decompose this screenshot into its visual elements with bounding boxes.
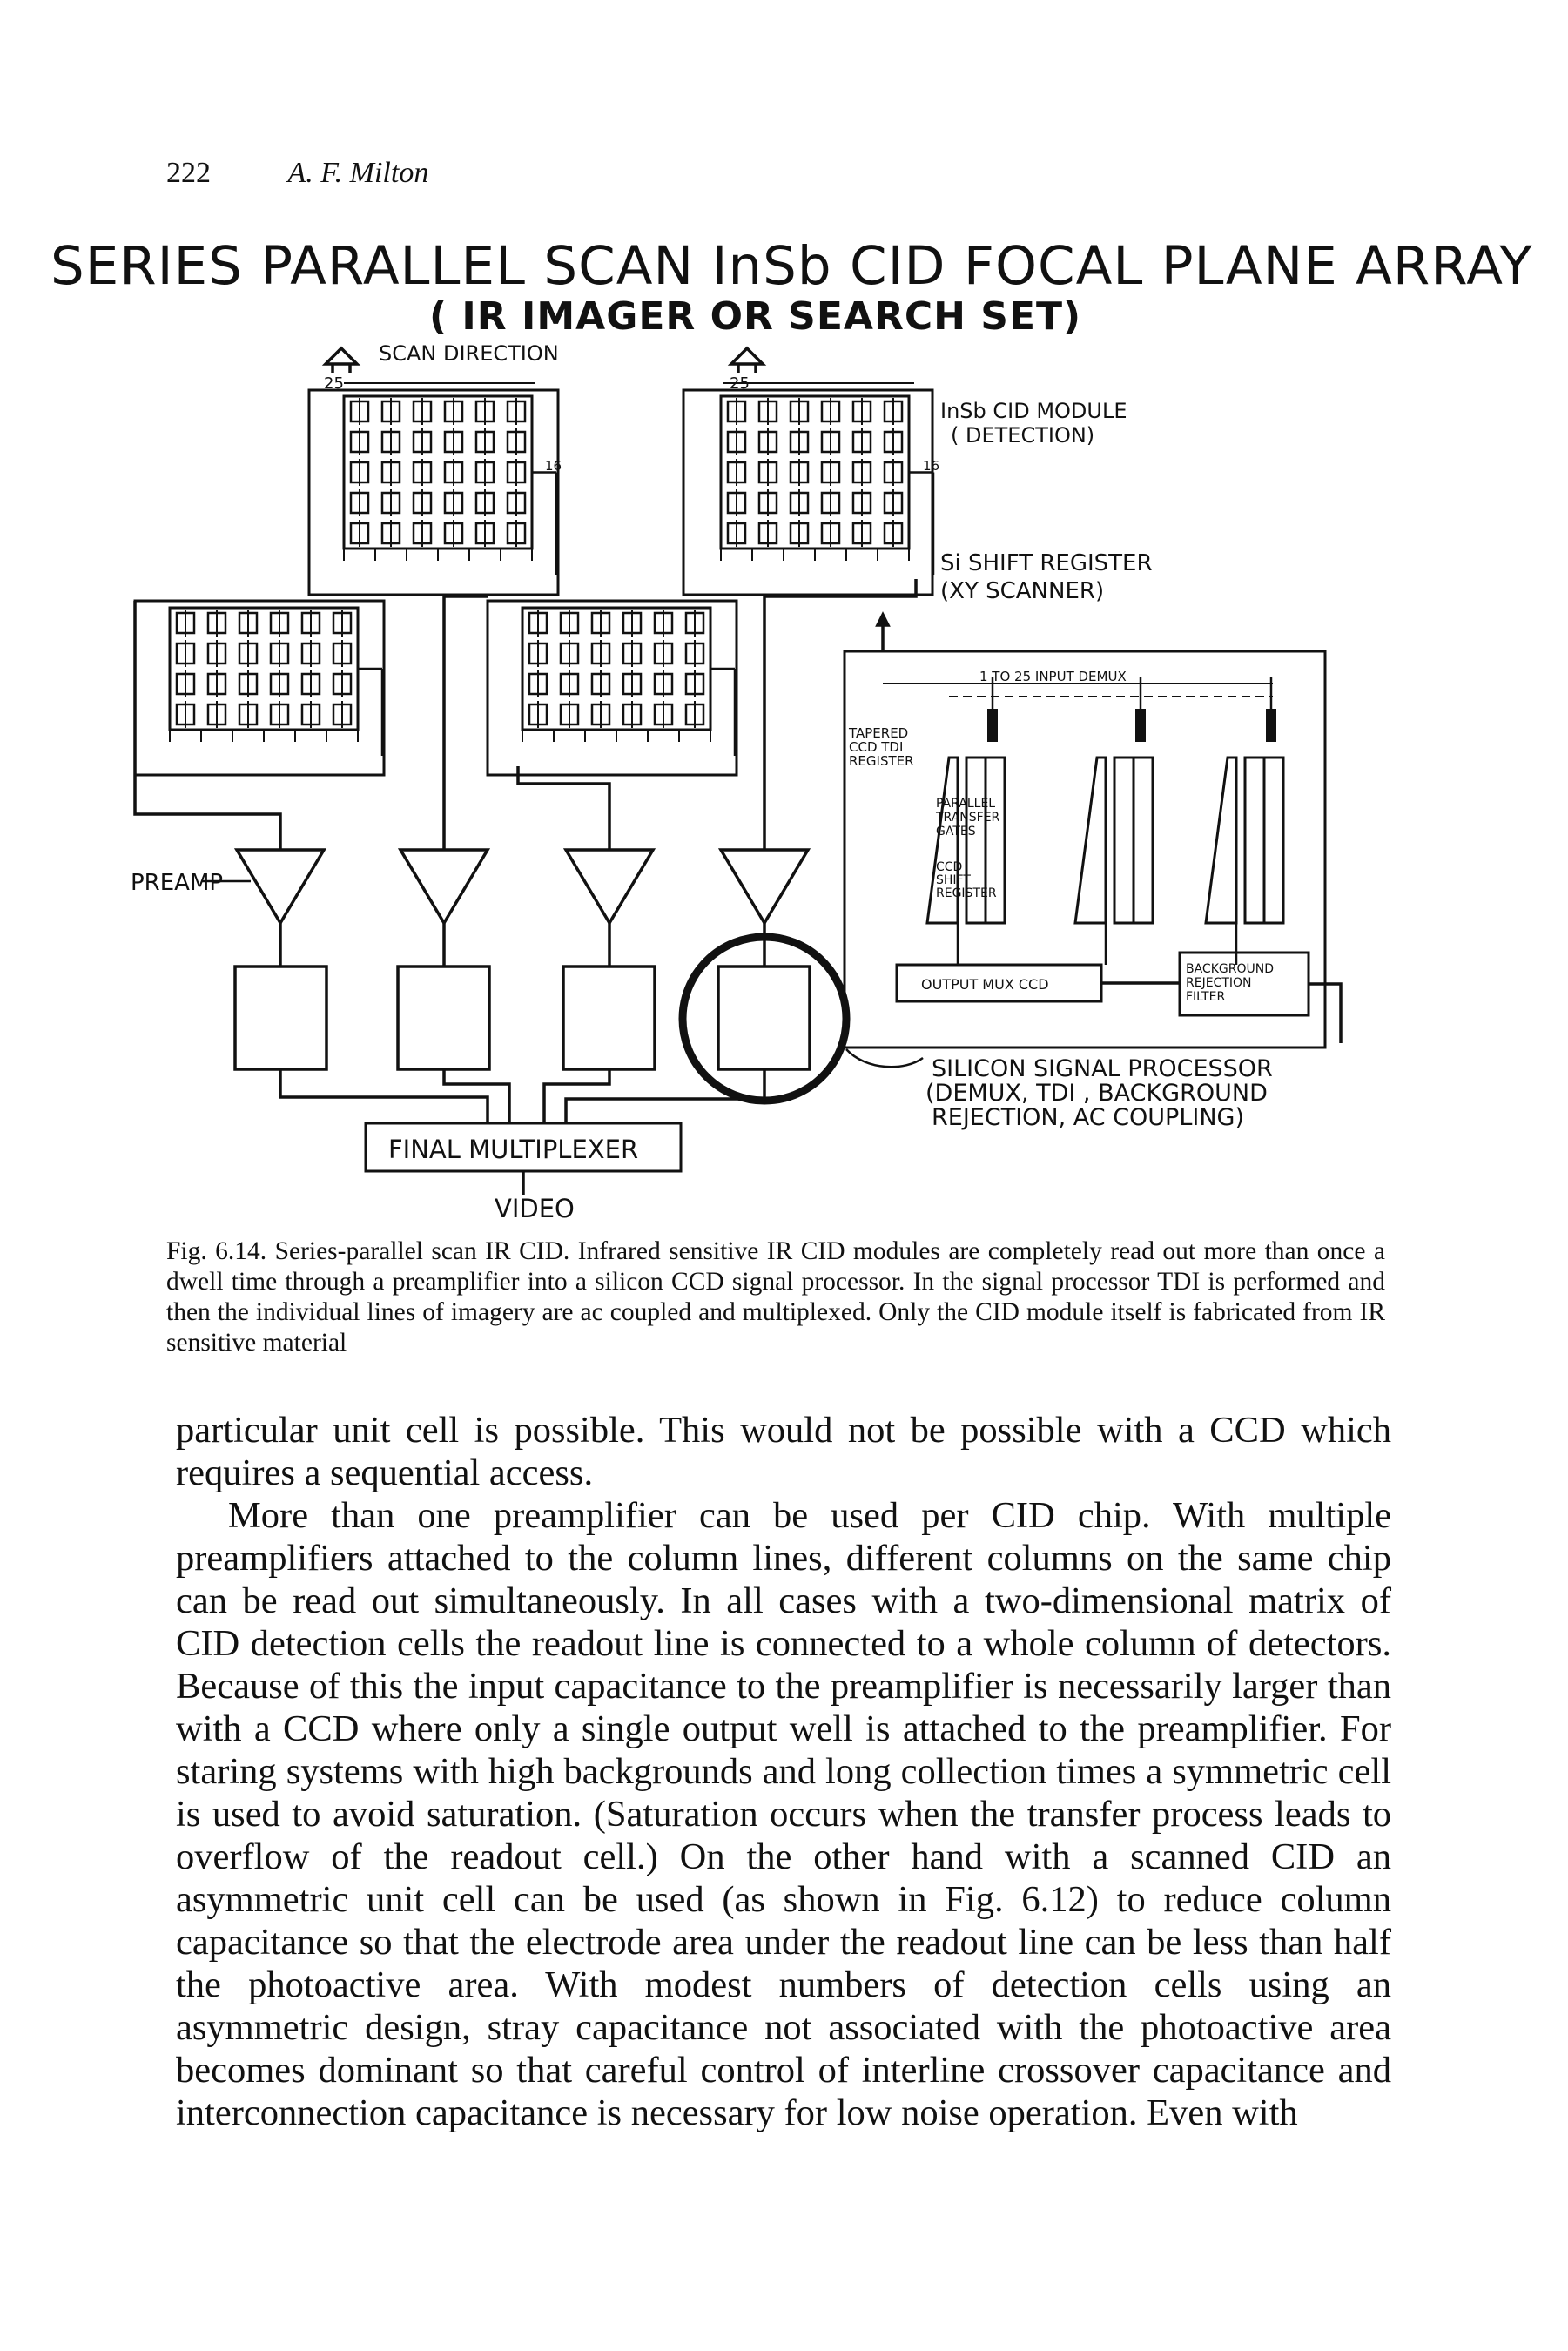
- detector-grid-2: [719, 394, 911, 550]
- label-insb-module-2: ( DETECTION): [951, 423, 1094, 448]
- label-insb-module-1: InSb CID MODULE: [940, 399, 1127, 423]
- scan-arrow-icon-right: [727, 346, 767, 366]
- label-bg-filter-2: REJECTION: [1186, 976, 1252, 990]
- module-line-3: [516, 766, 611, 850]
- ccd-shift-register-b-1: [984, 756, 1006, 925]
- label-ssp-3: REJECTION, AC COUPLING): [932, 1104, 1244, 1131]
- route-2: [442, 1069, 511, 1123]
- figure-subtitle: ( IR IMAGER OR SEARCH SET): [429, 294, 1082, 339]
- signal-processor-box: [843, 650, 1327, 1049]
- label-tapered-3: REGISTER: [849, 753, 914, 769]
- label-si-shift-2: (XY SCANNER): [940, 578, 1104, 604]
- processor-box-2: [396, 965, 491, 1071]
- paragraph-2: More than one preamplifier can be used p…: [176, 1495, 1391, 2133]
- label-parallel-3: GATES: [936, 825, 976, 839]
- label-bg-filter-1: BACKGROUND: [1186, 962, 1274, 976]
- preamp-1: [233, 848, 327, 926]
- running-author: A. F. Milton: [287, 157, 429, 189]
- preamp-2: [397, 848, 491, 926]
- tapered-tdi-register-2: [1073, 756, 1107, 925]
- label-input-demux: 1 TO 25 INPUT DEMUX: [979, 669, 1127, 684]
- figure-title: SERIES PARALLEL SCAN InSb CID FOCAL PLAN…: [50, 235, 1533, 297]
- label-parallel-2: TRANSFER: [935, 811, 1000, 825]
- demux-gate-icon-1: [987, 709, 998, 742]
- label-ssp-2: (DEMUX, TDI , BACKGROUND: [925, 1080, 1268, 1107]
- demux-gate-icon-2: [1135, 709, 1146, 742]
- module-frame-4: [486, 599, 738, 777]
- tapered-tdi-register-3: [1204, 756, 1238, 925]
- processor-box-4: [717, 965, 811, 1071]
- demux-gate-icon-3: [1266, 709, 1276, 742]
- label-video: VIDEO: [495, 1194, 575, 1219]
- module-line-2: [442, 595, 488, 850]
- processor-input-arrow-icon: [875, 611, 891, 627]
- label-tapered-1: TAPERED: [848, 725, 908, 741]
- tapered-tdi-register-1: [925, 756, 959, 925]
- highlight-circle: [678, 933, 851, 1105]
- ccd-shift-register-b-3: [1262, 756, 1285, 925]
- processor-box-1: [233, 965, 328, 1071]
- scan-arrow-icon-left: [321, 346, 361, 366]
- label-ccd-shift-1: CCD: [936, 860, 962, 874]
- label-preamp: PREAMP: [131, 870, 223, 896]
- body-text: particular unit cell is possible. This w…: [176, 1409, 1391, 2134]
- module-frame-1: [307, 388, 560, 596]
- label-16-right: 16: [923, 458, 939, 474]
- route-1: [279, 1069, 489, 1123]
- route-4: [564, 1069, 766, 1123]
- ccd-shift-register-2: [1113, 756, 1135, 925]
- page-number: 222: [166, 157, 211, 189]
- label-si-shift-1: Si SHIFT REGISTER: [940, 550, 1153, 576]
- ccd-shift-register-3: [1243, 756, 1266, 925]
- label-25-right: 25: [730, 374, 750, 393]
- preamp-4: [717, 848, 811, 926]
- label-ccd-shift-3: REGISTER: [936, 886, 997, 900]
- filter-output-line: [1309, 982, 1343, 1043]
- label-25-left: 25: [324, 374, 344, 393]
- running-header: 222 A. F. Milton: [166, 157, 428, 190]
- label-ccd-shift-2: SHIFT: [936, 873, 971, 887]
- module-line-4: [763, 579, 918, 850]
- preamp-3: [562, 848, 656, 926]
- module-frame-3: [133, 599, 386, 777]
- label-ssp-1: SILICON SIGNAL PROCESSOR: [932, 1055, 1273, 1082]
- figure-caption: Fig. 6.14. Series-parallel scan IR CID. …: [166, 1237, 1385, 1357]
- detector-grid-4: [521, 606, 712, 731]
- ccd-shift-register-b-2: [1132, 756, 1154, 925]
- figure-diagram: SCAN DIRECTION 25 25 16 16 InSb CID MODU…: [131, 341, 1343, 1219]
- processor-box-3: [562, 965, 656, 1071]
- label-bg-filter-3: FILTER: [1186, 990, 1225, 1004]
- detector-grid-1: [342, 394, 534, 550]
- label-16-left: 16: [545, 458, 562, 474]
- label-parallel-1: PARALLEL: [936, 797, 995, 811]
- label-tapered-2: CCD TDI: [849, 739, 903, 755]
- callout-curve: [845, 1048, 924, 1068]
- detector-grid-3: [168, 606, 360, 731]
- label-final-multiplexer: FINAL MULTIPLEXER: [388, 1135, 638, 1164]
- label-scan-direction: SCAN DIRECTION: [379, 341, 559, 366]
- paragraph-1: particular unit cell is possible. This w…: [176, 1410, 1391, 1493]
- label-output-mux: OUTPUT MUX CCD: [921, 976, 1049, 993]
- route-3: [542, 1069, 611, 1123]
